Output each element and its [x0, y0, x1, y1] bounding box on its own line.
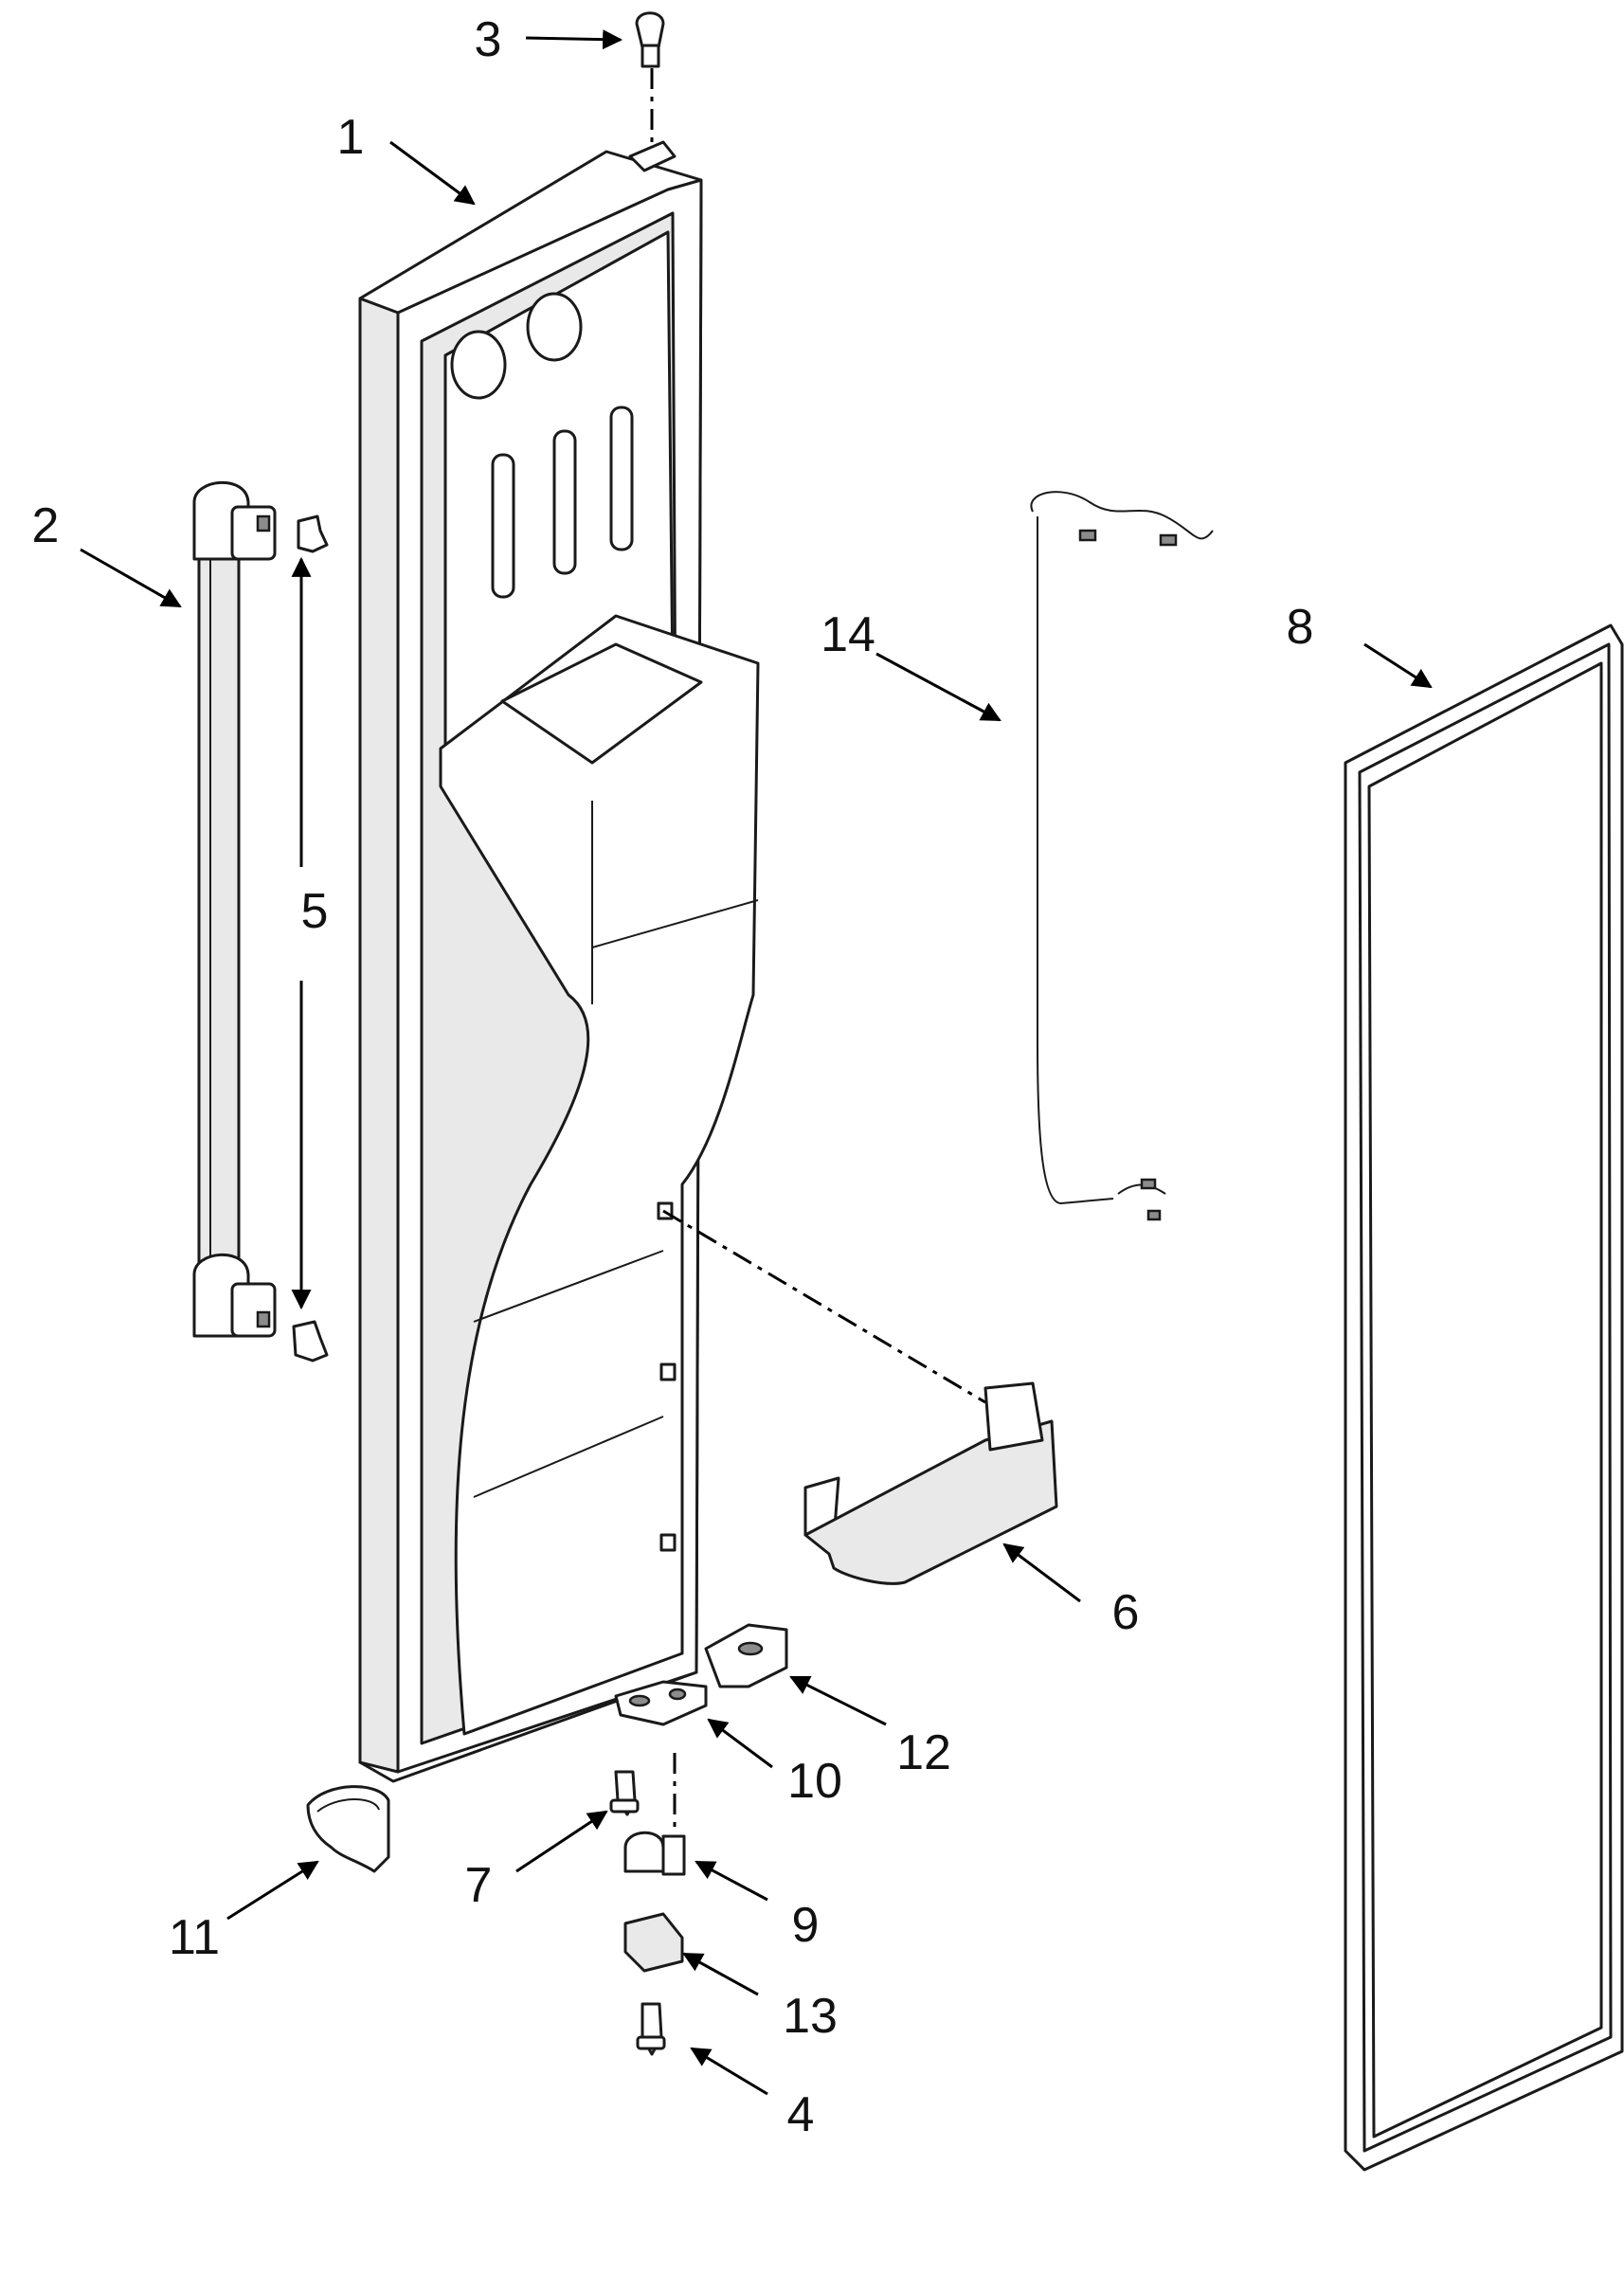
- gasket-icon: [1344, 623, 1624, 2172]
- screw-icon: [636, 2002, 666, 2056]
- hinge-cover-icon: [704, 1623, 788, 1688]
- callout-1: 1: [336, 110, 365, 165]
- callout-14: 14: [821, 607, 875, 662]
- door-panel-icon: [358, 140, 760, 1783]
- closer-icon: [623, 1912, 684, 1973]
- screw-icon: [609, 1770, 640, 1816]
- callout-10: 10: [787, 1754, 842, 1809]
- stud-icon: [292, 514, 329, 1363]
- callout-4: 4: [786, 2087, 815, 2142]
- callout-7: 7: [464, 1858, 493, 1913]
- hinge-pin-icon: [623, 1753, 686, 1876]
- clip-icon: [306, 1785, 390, 1873]
- callout-5: 5: [300, 884, 329, 939]
- door-bin-icon: [803, 1381, 1058, 1585]
- leader-lines: [80, 29, 1433, 2096]
- callout-3: 3: [474, 12, 502, 67]
- plug-icon: [635, 11, 665, 142]
- callout-11: 11: [169, 1910, 220, 1965]
- callout-8: 8: [1286, 600, 1314, 655]
- callout-13: 13: [783, 1989, 838, 2044]
- callout-2: 2: [31, 498, 60, 553]
- callout-9: 9: [791, 1898, 820, 1953]
- callout-6: 6: [1111, 1585, 1140, 1640]
- wire-harness-icon: [1030, 491, 1214, 1221]
- door-handle-icon: [192, 480, 277, 1338]
- bracket-icon: [614, 1680, 708, 1726]
- callout-12: 12: [896, 1725, 951, 1780]
